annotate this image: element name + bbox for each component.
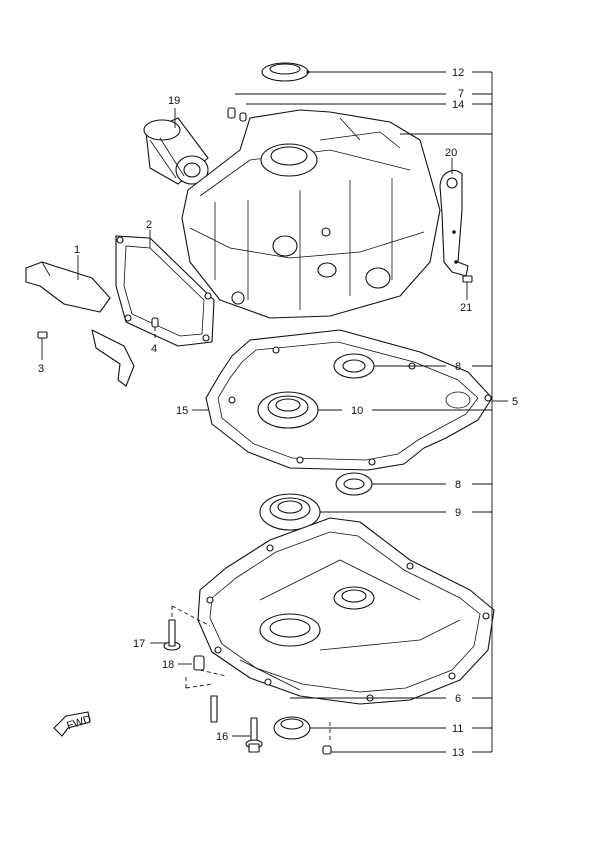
part-21-bolt [462, 275, 473, 292]
part-18-dowel [193, 655, 205, 671]
part-8-bearing-upper [333, 353, 375, 379]
callout-11: 11 [452, 723, 463, 735]
part-14-plug [239, 112, 247, 122]
part-15-gasket [205, 329, 493, 471]
callout-13: 13 [452, 747, 464, 759]
part-17-bolt [163, 619, 181, 651]
callout-3: 3 [38, 363, 44, 375]
callout-17: 17 [133, 638, 145, 650]
callout-9: 9 [455, 507, 461, 519]
callout-7: 7 [458, 88, 464, 100]
callout-4: 4 [151, 343, 157, 355]
callout-labels: 12 7 14 19 20 2 1 21 4 3 8 5 15 10 8 9 1… [38, 67, 518, 759]
callout-5: 5 [512, 396, 518, 408]
part-13-plug [322, 745, 332, 755]
part-7-pin [227, 107, 236, 119]
callout-8-lower: 8 [455, 479, 461, 491]
callout-14: 14 [452, 99, 464, 111]
leader-lines [41, 70, 508, 753]
callout-6: 6 [455, 693, 461, 705]
fwd-arrow-icon [53, 711, 91, 737]
part-11-oil-seal [273, 716, 311, 740]
callout-21: 21 [460, 302, 472, 314]
part-6-crankcase [197, 517, 495, 705]
callout-20: 20 [445, 147, 457, 159]
callout-18: 18 [162, 659, 174, 671]
callout-1: 1 [74, 244, 80, 256]
callout-2: 2 [146, 219, 152, 231]
part-10-bearing [257, 391, 319, 429]
callout-16: 16 [216, 731, 228, 743]
part-3-bolt [37, 331, 48, 350]
part-8-bearing-lower [335, 472, 373, 496]
part-16-bolt [245, 717, 263, 753]
part-12-oil-seal [261, 62, 309, 82]
part-2-gasket [115, 235, 215, 347]
callout-8-upper: 8 [455, 361, 461, 373]
part-cylinder-block [181, 109, 441, 319]
part-1-cover [25, 261, 135, 387]
part-9-bearing [259, 493, 321, 531]
callout-10: 10 [351, 405, 363, 417]
callout-12: 12 [452, 67, 464, 79]
callout-15: 15 [176, 405, 188, 417]
part-20-bracket [439, 169, 469, 277]
part-stud [210, 695, 218, 723]
part-4-pin [151, 317, 159, 328]
part-19-oil-filter [143, 117, 209, 185]
callout-19: 19 [168, 95, 180, 107]
